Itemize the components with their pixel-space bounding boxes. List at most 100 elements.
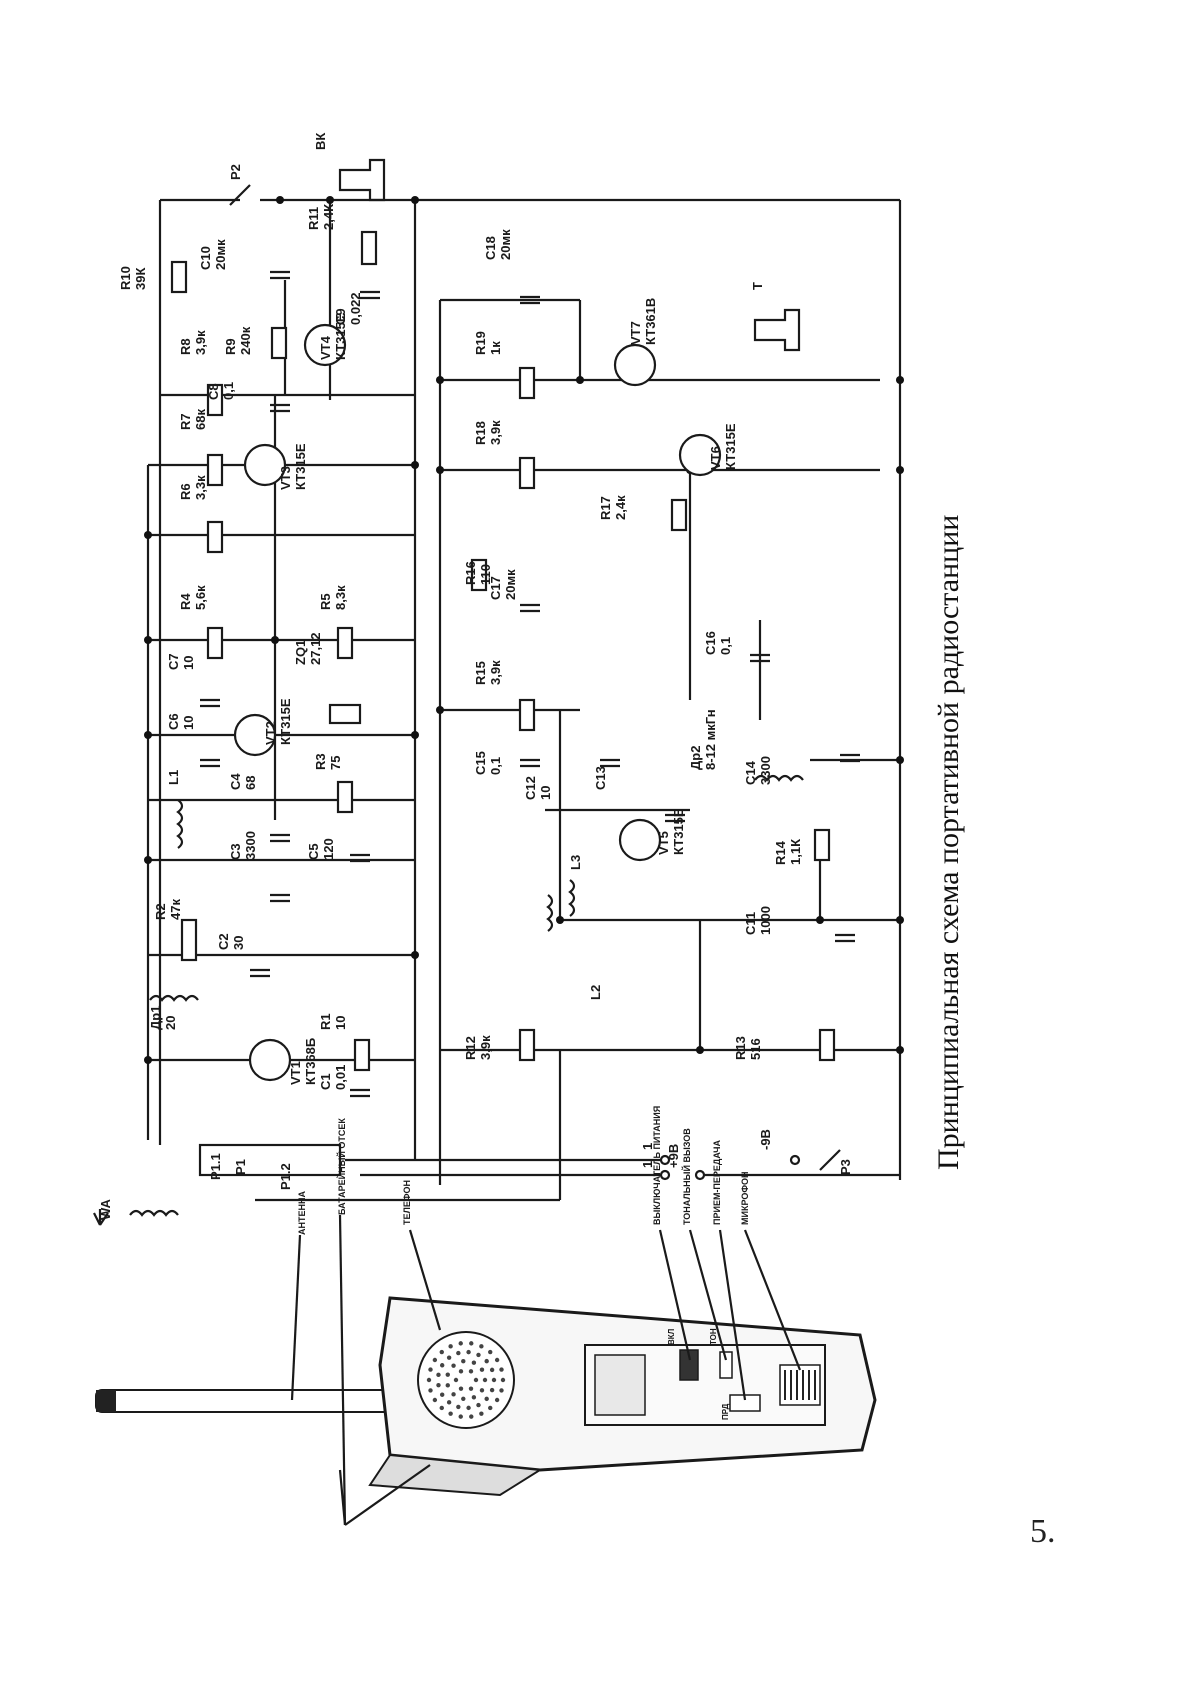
- device-callouts: АНТЕННАБАТАРЕЙНЫЙ ОТСЕКТЕЛЕФОНВЫКЛЮЧАТЕЛ…: [297, 1106, 750, 1235]
- resistor-symbol-r5: [338, 628, 352, 658]
- component-value: КТ315Е: [293, 443, 308, 490]
- component-ref: C16: [703, 631, 718, 655]
- crystal-symbol-zq1: [330, 705, 360, 723]
- component-label-c15: C150,1: [473, 751, 503, 775]
- device-callout: ПРИЕМ-ПЕРЕДАЧА: [712, 1140, 722, 1225]
- component-label-c16: C160,1: [703, 631, 733, 655]
- grille-dot: [490, 1388, 494, 1392]
- device-button-label: ТОН: [709, 1328, 718, 1345]
- resistor-symbol-r15: [520, 700, 534, 730]
- grille-dot: [476, 1353, 480, 1357]
- component-label-p1: P1: [233, 1159, 248, 1175]
- component-ref: R9: [223, 338, 238, 355]
- device-callout: БАТАРЕЙНЫЙ ОТСЕК: [336, 1118, 347, 1215]
- grille-dot: [495, 1358, 499, 1362]
- component-ref: R2: [153, 903, 168, 920]
- component-value: 120: [321, 838, 336, 860]
- component-value: 3,9к: [488, 660, 503, 685]
- transistor-symbol-vt7: [615, 345, 655, 385]
- grille-dot: [451, 1392, 455, 1396]
- component-value: 0,01: [333, 1065, 348, 1090]
- component-label-vt2: VT2КТ315Е: [263, 698, 293, 745]
- grille-dot: [479, 1344, 483, 1348]
- component-label-r15: R153,9к: [473, 660, 503, 685]
- grille-dot: [448, 1344, 452, 1348]
- resistor-symbol-r1: [355, 1040, 369, 1070]
- grille-dot: [461, 1359, 465, 1363]
- component-value: 1000: [758, 906, 773, 935]
- label-plate: [595, 1355, 645, 1415]
- inductor-symbol-l2: [548, 895, 552, 931]
- component-label-r7: R768к: [178, 409, 208, 430]
- grille-dot: [495, 1398, 499, 1402]
- component-label-r1: R110: [318, 1013, 348, 1030]
- component-value: 47к: [168, 899, 183, 920]
- component-ref: L2: [588, 985, 603, 1000]
- speaker-grille: [418, 1332, 514, 1428]
- component-label-r11: R112,4К: [306, 204, 336, 230]
- component-label-r10: R1039К: [118, 266, 148, 290]
- grille-dot: [456, 1351, 460, 1355]
- device-button-label: ВКЛ: [667, 1328, 676, 1345]
- grille-dot: [427, 1378, 431, 1382]
- component-value: 3300: [243, 831, 258, 860]
- grille-dot: [492, 1378, 496, 1382]
- component-value: КТ315Е: [671, 808, 686, 855]
- resistor-symbol-r12: [520, 1030, 534, 1060]
- component-label-r5: R58,3к: [318, 585, 348, 610]
- grille-dot: [459, 1386, 463, 1390]
- grille-dot: [469, 1369, 473, 1373]
- component-ref: R15: [473, 661, 488, 685]
- grille-dot: [488, 1406, 492, 1410]
- grille-dot: [472, 1395, 476, 1399]
- inductor-symbol-dr1: [150, 996, 198, 1000]
- grille-dot: [446, 1372, 450, 1376]
- component-ref: VT7: [628, 321, 643, 345]
- component-ref: P3: [838, 1159, 853, 1175]
- component-ref: C10: [198, 246, 213, 270]
- grille-dot: [501, 1378, 505, 1382]
- component-ref: ВК: [313, 133, 328, 150]
- figure-caption: Принципиальная схема портативной радиост…: [932, 515, 965, 1170]
- resistor-symbol-r9: [272, 328, 286, 358]
- component-label-p11: P1.1: [208, 1153, 223, 1180]
- device-callout: ТЕЛЕФОН: [402, 1180, 412, 1225]
- grille-dot: [474, 1378, 478, 1382]
- component-ref: VT2: [263, 721, 278, 745]
- component-label-r4: R45,6к: [178, 585, 208, 610]
- device-callout: ТОНАЛЬНЫЙ ВЫЗОВ: [681, 1128, 692, 1225]
- component-ref: R4: [178, 593, 193, 610]
- component-ref: R17: [598, 496, 613, 520]
- component-value: 10: [181, 716, 196, 730]
- grille-dot: [459, 1341, 463, 1345]
- resistor-symbol-r13: [820, 1030, 834, 1060]
- component-value: 10: [181, 656, 196, 670]
- component-value: 20мк: [503, 569, 518, 600]
- component-value: 3,3к: [193, 475, 208, 500]
- component-label-zq1: ZQ127,12: [293, 632, 323, 665]
- component-value: 8-12 мкГн: [703, 709, 718, 770]
- resistor-symbol-r18: [520, 458, 534, 488]
- component-ref: C5: [306, 843, 321, 860]
- terminal-symbol-plus9: [696, 1171, 704, 1179]
- component-value: 3,9к: [478, 1035, 493, 1060]
- component-value: КТ315Е: [723, 423, 738, 470]
- resistor-symbol-r10: [172, 262, 186, 292]
- component-label-l1: L1: [166, 770, 181, 785]
- component-value: 20: [163, 1016, 178, 1030]
- component-label-c7: C710: [166, 653, 196, 670]
- component-value: 516: [748, 1038, 763, 1060]
- grille-dot: [490, 1368, 494, 1372]
- component-ref: L1: [166, 770, 181, 785]
- component-label-т: Т: [750, 282, 765, 290]
- transistor-symbol-vt5: [620, 820, 660, 860]
- component-value: 68к: [193, 409, 208, 430]
- component-value: 3300: [758, 756, 773, 785]
- grille-dot: [480, 1368, 484, 1372]
- grille-dot: [484, 1397, 488, 1401]
- component-label-l3: L3: [568, 855, 583, 870]
- component-value: 20мк: [213, 239, 228, 270]
- component-label-др2: Др28-12 мкГн: [688, 709, 718, 770]
- component-ref: R10: [118, 266, 133, 290]
- component-ref: VT6: [708, 446, 723, 470]
